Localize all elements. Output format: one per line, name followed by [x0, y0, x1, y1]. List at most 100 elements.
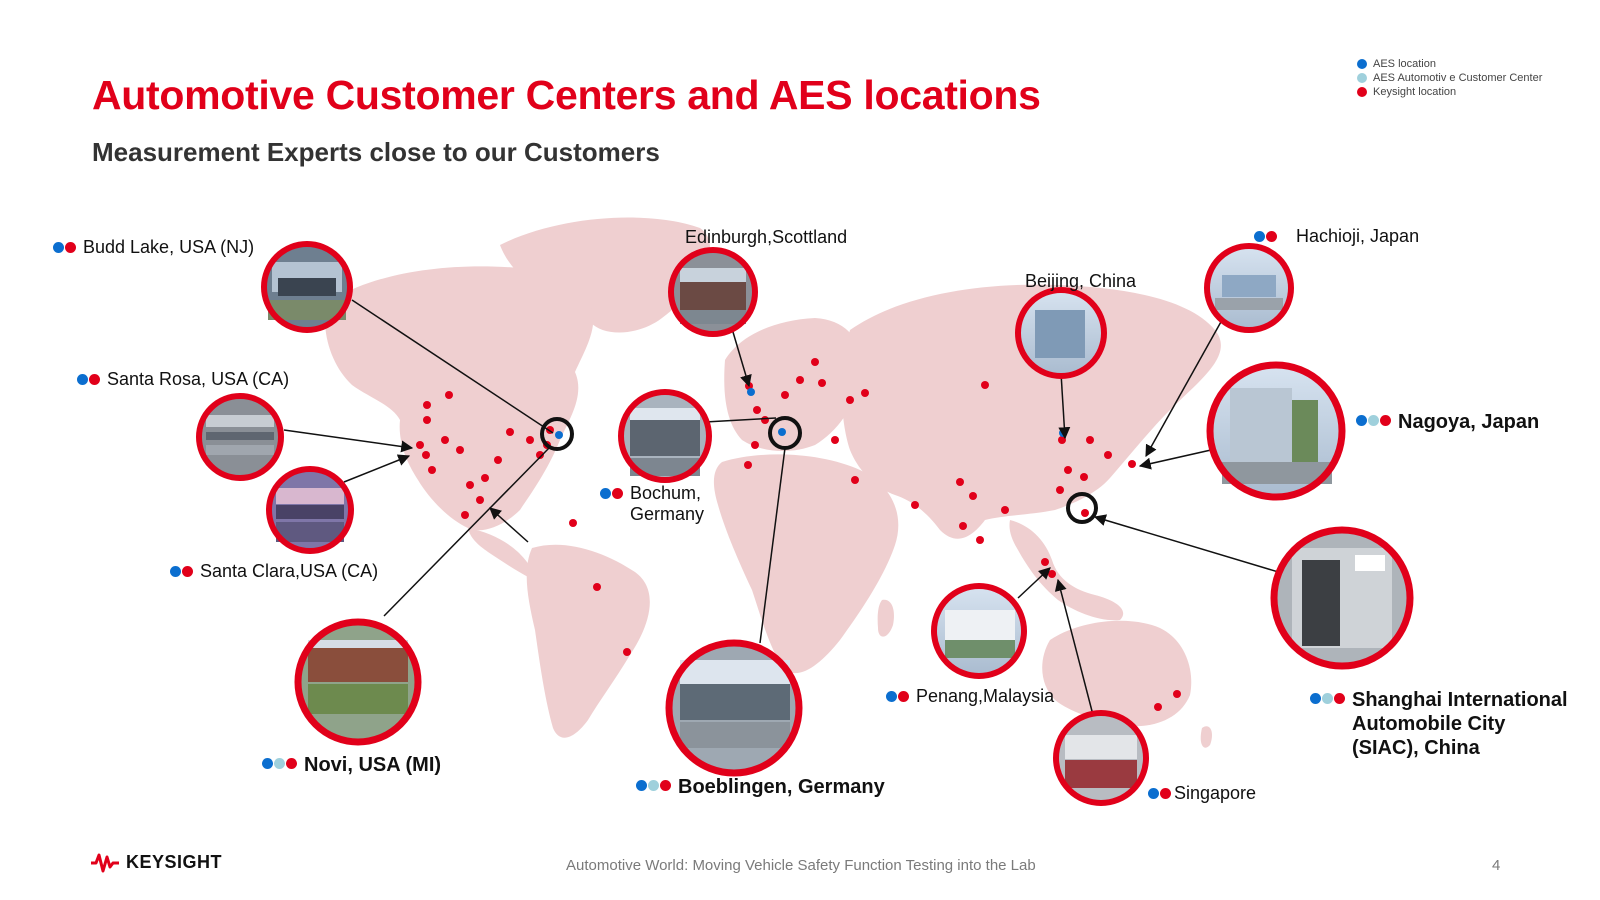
keysight-dot	[481, 474, 489, 482]
photo-nagoya	[1206, 361, 1346, 501]
location-edinburgh: Edinburgh,Scottland	[685, 227, 847, 248]
keysight-dot-icon	[1380, 415, 1391, 426]
keysight-dot	[1173, 690, 1181, 698]
keysight-dot	[831, 436, 839, 444]
keysight-dot	[781, 391, 789, 399]
aes-dot-icon	[636, 780, 647, 791]
keysight-dot-icon	[1334, 693, 1345, 704]
greenland-shape	[500, 217, 711, 333]
keysight-dot	[1154, 703, 1162, 711]
connector-bochum	[704, 417, 777, 423]
keysight-dot	[476, 496, 484, 504]
location-label: Beijing, China	[1025, 271, 1137, 291]
page-subtitle: Measurement Experts close to our Custome…	[92, 137, 660, 167]
keysight-dot-icon	[65, 242, 76, 253]
keysight-dot-icon	[89, 374, 100, 385]
keysight-wave-icon	[91, 853, 119, 872]
keysight-dot	[506, 428, 514, 436]
location-singapore: Singapore	[1148, 783, 1256, 804]
keysight-dot	[956, 478, 964, 486]
keysight-dot	[1081, 509, 1089, 517]
legend-label: AES Automotiv e Customer Center	[1373, 72, 1543, 84]
keysight-dot	[536, 451, 544, 459]
highlight-ring-shanghai	[1066, 492, 1098, 524]
legend-label: Keysight location	[1373, 86, 1457, 98]
aes-dot-icon	[1148, 788, 1159, 799]
photo-novi	[294, 618, 422, 746]
photo-edinburgh	[668, 247, 758, 337]
keysight-dot	[494, 456, 502, 464]
brand-name: KEYSIGHT	[126, 852, 223, 872]
location-dots	[1254, 231, 1278, 242]
location-label: Penang,Malaysia	[916, 686, 1055, 706]
keysight-dot	[466, 481, 474, 489]
customer-center-dot-icon	[648, 780, 659, 791]
keysight-dot	[969, 492, 977, 500]
keysight-dot	[623, 648, 631, 656]
location-dots	[1356, 415, 1392, 426]
keysight-dot	[846, 396, 854, 404]
aes-dot-edinburgh	[747, 388, 755, 396]
keysight-dot-icon	[1266, 231, 1277, 242]
photo-boeblingen	[665, 639, 803, 777]
location-label: Boeblingen, Germany	[678, 776, 885, 798]
keysight-dot	[593, 583, 601, 591]
photo-penang	[931, 583, 1027, 679]
keysight-dot	[445, 391, 453, 399]
connector-edinburgh	[732, 331, 752, 388]
connector-boeblingen	[759, 447, 786, 644]
europe-shape	[724, 318, 860, 452]
keysight-dot	[753, 406, 761, 414]
aes-dot-icon	[1254, 231, 1265, 242]
location-label: Singapore	[1174, 783, 1257, 803]
highlight-ring-novi	[540, 417, 574, 451]
connectors	[283, 299, 1286, 716]
legend-item-keysight: Keysight location	[1357, 85, 1542, 99]
keysight-dot	[526, 436, 534, 444]
location-boeblingen: Boeblingen, Germany	[636, 775, 885, 799]
connector-santa-rosa	[283, 429, 414, 453]
connector-mexico	[489, 507, 529, 543]
keysight-dot	[744, 461, 752, 469]
legend-item-aes: AES location	[1357, 57, 1542, 71]
location-beijing: Beijing, China	[1025, 271, 1136, 292]
location-dots	[636, 780, 672, 791]
connector-santa-clara	[343, 454, 411, 483]
photo-budd-lake	[261, 241, 353, 333]
location-budd-lake: Budd Lake, USA (NJ)	[53, 237, 254, 258]
customer-center-dot-icon	[1357, 73, 1367, 83]
keysight-dot	[569, 519, 577, 527]
aes-dot-boeblingen	[778, 428, 786, 436]
location-label: Edinburgh,Scottland	[685, 227, 848, 247]
connector-singapore	[1054, 578, 1094, 716]
keysight-dot	[1048, 570, 1056, 578]
connector-beijing	[1058, 372, 1071, 440]
location-dots	[77, 374, 101, 385]
aes-dot-icon	[170, 566, 181, 577]
madagascar-shape	[877, 599, 894, 637]
location-bochum: Bochum, Germany	[600, 483, 704, 525]
new-zealand-shape	[1200, 726, 1213, 748]
keysight-dot-icon	[1357, 87, 1367, 97]
location-dots	[886, 691, 910, 702]
asia-shape	[841, 284, 1221, 539]
keysight-dot	[976, 536, 984, 544]
aes-dot-icon	[886, 691, 897, 702]
keysight-dot	[1064, 466, 1072, 474]
location-label: Santa Rosa, USA (CA)	[107, 369, 290, 389]
keysight-dot	[441, 436, 449, 444]
keysight-dot-icon	[612, 488, 623, 499]
keysight-dot-icon	[898, 691, 909, 702]
keysight-dot	[818, 379, 826, 387]
connector-penang	[1017, 567, 1051, 599]
keysight-dot	[456, 446, 464, 454]
connector-novi	[383, 445, 552, 617]
location-shanghai: Shanghai International Automobile City (…	[1310, 688, 1568, 760]
australia-shape	[1042, 620, 1192, 727]
location-santa-rosa: Santa Rosa, USA (CA)	[77, 369, 289, 390]
connector-budd-lake	[351, 299, 554, 434]
keysight-dot	[1104, 451, 1112, 459]
customer-center-dot-icon	[1368, 415, 1379, 426]
keysight-dot	[981, 381, 989, 389]
keysight-dot-icon	[1160, 788, 1171, 799]
